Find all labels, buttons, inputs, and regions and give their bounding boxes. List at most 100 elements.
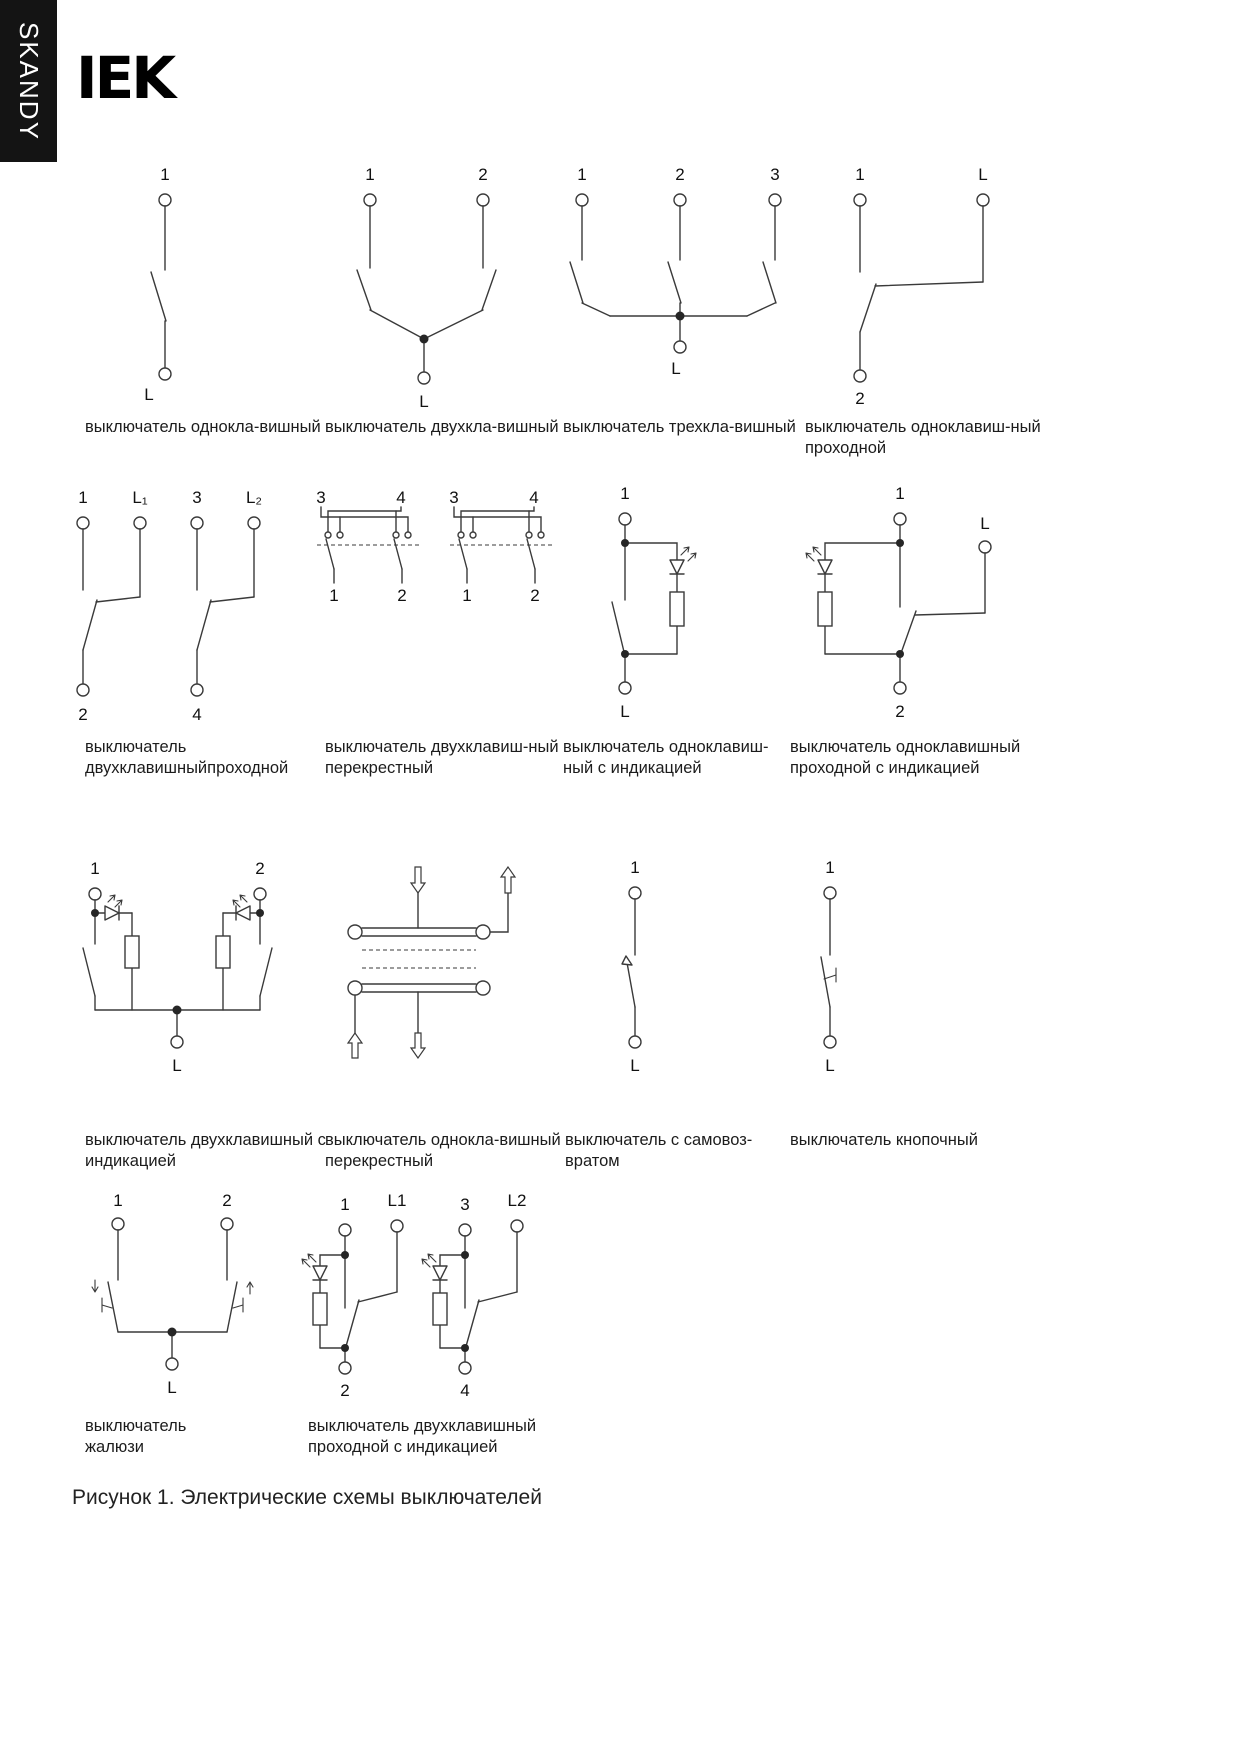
terminal-label: 1 xyxy=(160,165,169,184)
diagram-two-key-with-indicator: 1 2 xyxy=(72,856,287,1101)
brand-logo: IEK xyxy=(76,44,176,112)
resistor-icon xyxy=(124,935,140,969)
junction-dot xyxy=(461,1251,469,1259)
schematic-three-key-switch: 1 2 3 L xyxy=(569,165,782,378)
switch-blade xyxy=(82,947,96,997)
switch-blade xyxy=(820,956,831,1008)
switch-blade xyxy=(393,538,403,570)
schematic-two-key-switch: 1 2 L xyxy=(356,165,497,411)
terminal-circle xyxy=(893,512,907,526)
contact-circle xyxy=(457,531,465,539)
terminal-circle xyxy=(476,193,490,207)
series-name: SKANDY xyxy=(14,21,44,141)
diagram-caption: выключатель двухклавишный с индикацией xyxy=(85,1131,326,1170)
terminal-label: 1 xyxy=(365,165,374,184)
wires xyxy=(82,899,273,1037)
terminal-label: L xyxy=(825,1056,834,1075)
self-return-arrow-icon xyxy=(621,955,633,966)
cross-switch-unit: 3 4 1 2 xyxy=(449,488,552,605)
terminal-circle xyxy=(823,1035,837,1049)
switch-blade xyxy=(859,283,877,333)
arrow-down-icon xyxy=(409,1032,427,1060)
terminal-circle xyxy=(133,516,147,530)
diagram-caption: выключатель одноклавиш-ный проходной xyxy=(805,418,1041,457)
junction-dot xyxy=(896,539,904,547)
schematic-two-key-cross: 3 4 1 2 3 4 xyxy=(316,488,552,605)
diagram-single-with-indicator: 1 L xyxy=(585,483,715,738)
wires xyxy=(569,205,777,342)
terminal-label: L₁ xyxy=(132,488,147,507)
switch-blade xyxy=(356,269,372,311)
terminal-label: 1 xyxy=(825,858,834,877)
arrow-up-icon xyxy=(499,865,517,894)
terminal-circle xyxy=(158,193,172,207)
terminal-label: 2 xyxy=(340,1381,349,1400)
switch-blade xyxy=(107,1281,119,1333)
diagram-three-key-switch: 1 2 3 L xyxy=(555,158,805,388)
terminal-label: 3 xyxy=(460,1195,469,1214)
switch-blade xyxy=(464,1299,480,1351)
terminal-circle xyxy=(628,1035,642,1049)
contact-circle xyxy=(404,531,412,539)
junction-dot xyxy=(91,909,99,917)
led-icon xyxy=(805,546,833,575)
junction-dot xyxy=(341,1344,349,1352)
junction-dot xyxy=(621,539,629,547)
push-actuator-icon xyxy=(91,1279,113,1313)
wires xyxy=(824,524,986,683)
resistor-icon xyxy=(215,935,231,969)
diagram-momentary-switch: 1 L xyxy=(595,855,685,1090)
junction-dot xyxy=(167,1327,177,1337)
switch-blade xyxy=(526,538,536,570)
resistor-icon xyxy=(669,591,685,627)
diagram-pass-through-with-indicator: 1 L xyxy=(785,483,1010,738)
diagram-caption: выключатель двухкла-вишный xyxy=(325,418,559,436)
terminal-circle xyxy=(628,886,642,900)
schematic-single-with-indicator: 1 L xyxy=(611,484,697,721)
switch-blade xyxy=(625,956,636,1008)
terminal-label: 1 xyxy=(340,1195,349,1214)
terminal-label: 1 xyxy=(620,484,629,503)
terminal-label: 2 xyxy=(78,705,87,724)
terminal-circle xyxy=(220,1217,234,1231)
terminal-label: L₂ xyxy=(246,488,262,507)
diagram-caption: выключатель двухклавишныйпроходной xyxy=(85,738,289,777)
terminal-label: L xyxy=(144,385,153,404)
switch-blade xyxy=(150,271,167,322)
terminal-label: 3 xyxy=(449,488,458,507)
terminal-label: 1 xyxy=(462,586,471,605)
wires xyxy=(150,205,167,369)
terminal-label: 3 xyxy=(192,488,201,507)
resistor-icon xyxy=(817,591,833,627)
diagram-push-button-switch: 1 L xyxy=(790,855,880,1090)
wires xyxy=(439,1231,518,1363)
terminal-circle xyxy=(165,1357,179,1371)
contact-circle xyxy=(347,980,363,996)
schematic-momentary-switch: 1 L xyxy=(621,858,642,1075)
terminal-circle xyxy=(673,340,687,354)
series-banner: SKANDY xyxy=(0,0,57,162)
diagram-caption: выключатель жалюзи xyxy=(85,1417,187,1456)
terminal-circle xyxy=(338,1361,352,1375)
terminal-circle xyxy=(618,512,632,526)
contact-circle xyxy=(347,924,363,940)
diagram-caption: выключатель двухклавишный проходной с ин… xyxy=(308,1417,537,1456)
terminal-label: 4 xyxy=(396,488,405,507)
wires xyxy=(625,898,636,1037)
terminal-circle xyxy=(158,367,172,381)
diagram-two-key-pass-through-indicator: 1 L1 xyxy=(298,1188,543,1423)
wires xyxy=(319,1231,398,1363)
terminal-circle xyxy=(853,369,867,383)
switch-blade xyxy=(82,599,98,651)
terminal-label: 2 xyxy=(675,165,684,184)
diagram-single-cross xyxy=(325,855,525,1075)
terminal-circle xyxy=(417,371,431,385)
terminal-label: 4 xyxy=(460,1381,469,1400)
led-icon xyxy=(104,894,123,921)
terminal-label: L2 xyxy=(508,1191,527,1210)
schematic-pass-through-with-indicator: 1 L xyxy=(805,484,992,721)
wires xyxy=(82,528,255,685)
terminal-label: L xyxy=(671,359,680,378)
terminal-label: 2 xyxy=(255,859,264,878)
terminal-circle xyxy=(893,681,907,695)
